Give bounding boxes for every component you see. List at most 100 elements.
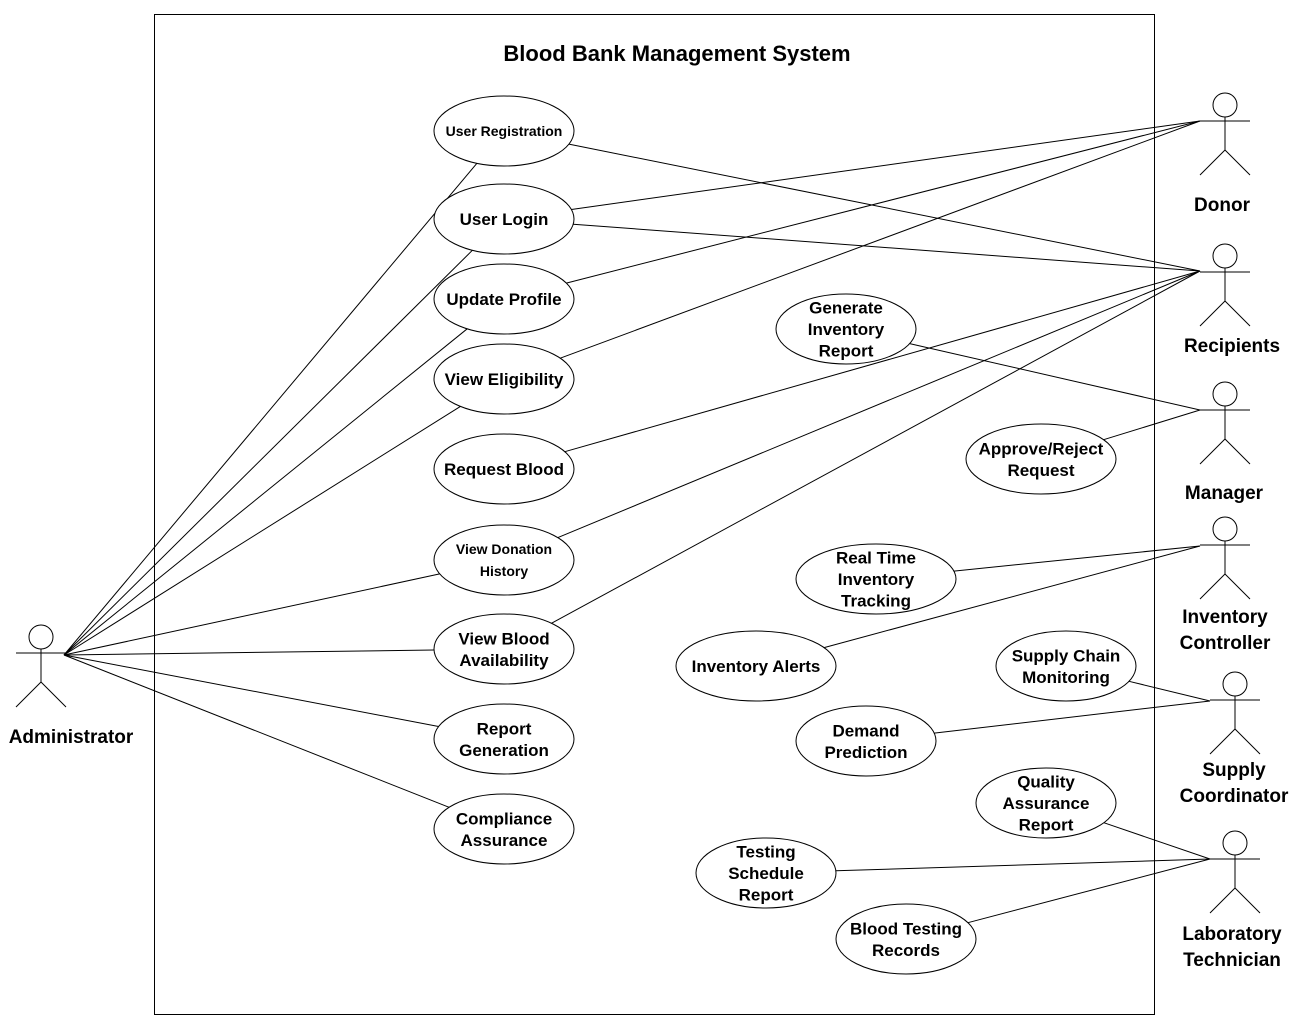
association-donor-view-eligibility <box>560 120 1201 359</box>
use-case-label: Report <box>477 719 532 738</box>
use-case-label: History <box>480 563 528 579</box>
use-case-ellipse <box>433 703 575 775</box>
association-recipients-user-login <box>573 223 1201 272</box>
association-laboratory-technician-blood-testing-records <box>967 858 1211 924</box>
association-manager-generate-inventory-report <box>909 343 1201 411</box>
actor-label: Controller <box>1180 633 1271 654</box>
association-recipients-view-blood-availability <box>551 270 1201 624</box>
association-lines <box>63 120 1211 924</box>
actor-label: Administrator <box>9 727 134 748</box>
association-supply-coordinator-demand-prediction <box>934 700 1211 734</box>
use-case-label: Assurance <box>1003 794 1090 813</box>
use-case-ellipse <box>795 543 957 615</box>
association-supply-coordinator-supply-chain-monitoring <box>1128 680 1211 702</box>
use-case-label: View Eligibility <box>445 370 564 389</box>
actor-recipients[interactable]: Recipients <box>1184 243 1280 357</box>
actor-label: Recipients <box>1184 336 1280 357</box>
use-case-label: Report <box>819 342 874 361</box>
use-case-user-registration[interactable]: User Registration <box>433 95 575 167</box>
use-case-label: Inventory <box>838 570 915 589</box>
association-administrator-report-generation <box>63 654 439 727</box>
system-title: Blood Bank Management System <box>503 41 850 66</box>
use-case-ellipse <box>775 293 917 365</box>
actor-label: Supply <box>1202 760 1266 781</box>
use-case-label: Approve/Reject <box>979 439 1104 458</box>
actor-label: Coordinator <box>1180 786 1289 807</box>
actor-donor[interactable]: Donor <box>1194 92 1251 216</box>
actor-manager[interactable]: Manager <box>1185 381 1264 504</box>
use-case-ellipse <box>433 95 575 167</box>
use-case-label: Availability <box>459 651 549 670</box>
association-inventory-controller-real-time-inventory-tracking <box>953 545 1201 572</box>
stick-figure-icon <box>15 624 67 708</box>
use-case-ellipse <box>433 524 575 596</box>
actor-label: Donor <box>1194 195 1251 216</box>
use-case-ellipse <box>835 903 977 975</box>
use-case-request-blood[interactable]: Request Blood <box>433 433 575 505</box>
use-case-ellipse <box>433 613 575 685</box>
actors: Administrator DonorRecipientsManagerInven… <box>9 92 1289 971</box>
actor-label: Inventory <box>1182 607 1268 628</box>
use-case-update-profile[interactable]: Update Profile <box>433 263 575 335</box>
use-case-label: User Registration <box>446 123 563 139</box>
association-recipients-user-registration <box>568 143 1201 272</box>
association-administrator-user-registration <box>63 162 478 656</box>
use-case-view-eligibility[interactable]: View Eligibility <box>433 343 575 415</box>
use-case-label: Tracking <box>841 592 911 611</box>
use-case-ellipse <box>695 837 837 909</box>
use-case-label: Generate <box>809 299 883 318</box>
actor-administrator[interactable]: Administrator <box>9 624 134 748</box>
use-case-label: Report <box>739 886 794 905</box>
association-administrator-user-login <box>63 249 473 656</box>
use-case-label: Blood Testing <box>850 919 962 938</box>
use-case-ellipse <box>433 343 575 415</box>
system-boundary <box>154 14 1155 1015</box>
use-case-label: Update Profile <box>446 290 561 309</box>
use-case-ellipse <box>433 183 575 255</box>
use-case-label: Request Blood <box>444 460 564 479</box>
use-case-label: Demand <box>832 721 899 740</box>
association-recipients-request-blood <box>564 270 1201 453</box>
use-case-label: Monitoring <box>1022 668 1110 687</box>
use-case-ellipse <box>795 705 937 777</box>
association-recipients-view-donation-history <box>557 270 1201 539</box>
use-case-label: Inventory Alerts <box>692 657 821 676</box>
use-case-label: Quality <box>1017 773 1075 792</box>
stick-figure-icon <box>1199 516 1251 600</box>
use-case-label: Generation <box>459 741 549 760</box>
use-case-label: Prediction <box>824 743 907 762</box>
stick-figure-icon <box>1199 381 1251 465</box>
use-case-label: Testing <box>736 843 795 862</box>
use-case-ellipse <box>995 630 1137 702</box>
association-administrator-view-blood-availability <box>63 649 435 656</box>
association-donor-update-profile <box>566 120 1201 284</box>
stick-figure-icon <box>1209 830 1261 914</box>
use-case-inventory-alerts[interactable]: Inventory Alerts <box>675 630 837 702</box>
association-administrator-update-profile <box>63 328 468 656</box>
use-case-ellipse <box>433 263 575 335</box>
association-laboratory-technician-quality-assurance-report <box>1103 822 1211 860</box>
association-laboratory-technician-testing-schedule-report <box>835 858 1211 872</box>
use-case-user-login[interactable]: User Login <box>433 183 575 255</box>
use-case-ellipse <box>433 433 575 505</box>
use-case-ellipse <box>965 423 1117 495</box>
actor-label: Technician <box>1183 950 1281 971</box>
use-case-label: Compliance <box>456 809 552 828</box>
